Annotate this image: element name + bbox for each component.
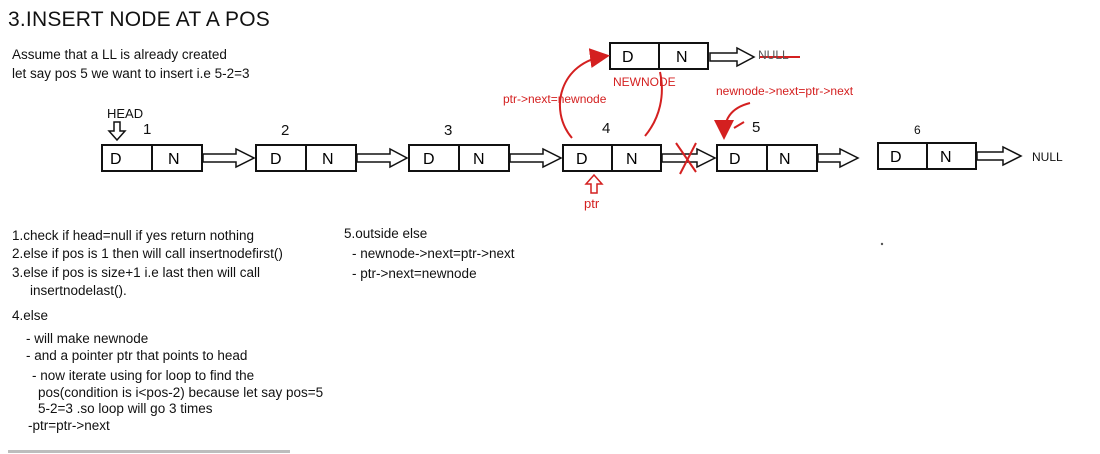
- step-4-f: -ptr=ptr->next: [28, 418, 110, 433]
- node-4: D N: [562, 144, 662, 172]
- step-4: 4.else: [12, 308, 49, 323]
- newnode-next: N: [676, 49, 688, 66]
- ptr-label: ptr: [584, 196, 600, 211]
- step-2: 2.else if pos is 1 then will call insert…: [12, 246, 283, 261]
- node-6: D N: [877, 142, 977, 170]
- step-1: 1.check if head=null if yes return nothi…: [12, 228, 255, 243]
- step-4-e: 5-2=3 .so loop will go 3 times: [38, 401, 213, 416]
- newnode-to-node5-arrow: [644, 71, 663, 137]
- node-2: D N: [255, 144, 357, 172]
- head-arrow-icon: [107, 121, 127, 142]
- page-title: 3.INSERT NODE AT A POS: [8, 8, 270, 31]
- bottom-divider: [8, 450, 290, 453]
- node-3-next: N: [473, 151, 485, 168]
- link-arrow-2-3: [356, 147, 409, 169]
- cross-link-b: [679, 142, 697, 175]
- node-6-data: D: [890, 149, 902, 166]
- step-3-cont: insertnodelast().: [30, 283, 127, 298]
- ptr-arrow-icon: [584, 173, 604, 194]
- node-1: D N: [101, 144, 203, 172]
- red-annotations: [558, 48, 800, 175]
- step-5-a: - newnode->next=ptr->next: [352, 246, 515, 261]
- step-3: 3.else if pos is size+1 i.e last then wi…: [12, 265, 260, 280]
- position-3: 3: [444, 122, 453, 139]
- newnode-box: D N: [609, 42, 709, 70]
- step-4-a: - will make newnode: [26, 331, 149, 346]
- node-2-next: N: [322, 151, 334, 168]
- node-3: D N: [408, 144, 510, 172]
- newnode-next-assign-label: newnode->next=ptr->next: [716, 84, 854, 98]
- node-4-next: N: [626, 151, 638, 168]
- newnode-arrow-null: [709, 46, 756, 68]
- node-5-data: D: [729, 151, 741, 168]
- position-2: 2: [281, 122, 290, 139]
- node-4-data: D: [576, 151, 588, 168]
- newnode-label: NEWNODE: [613, 75, 676, 89]
- link-arrow-3-4: [509, 147, 563, 169]
- step-4-b: - and a pointer ptr that points to head: [26, 348, 248, 363]
- link-arrow-6-null: [976, 145, 1023, 167]
- step-5: 5.outside else: [344, 226, 428, 241]
- newnode-data: D: [622, 49, 634, 66]
- position-1: 1: [143, 121, 152, 138]
- step-5-b: - ptr->next=newnode: [352, 266, 477, 281]
- intro-line-1: Assume that a LL is already created: [12, 47, 227, 62]
- position-5: 5: [752, 119, 761, 136]
- cross-link-a: [675, 142, 697, 173]
- node-3-data: D: [423, 151, 435, 168]
- head-label: HEAD: [107, 106, 144, 121]
- node-6-next: N: [940, 149, 952, 166]
- node-2-data: D: [270, 151, 282, 168]
- node-5-next: N: [779, 151, 791, 168]
- intro-line-2: let say pos 5 we want to insert i.e 5-2=…: [12, 66, 250, 81]
- step-4-d: pos(condition is i<pos-2) because let sa…: [38, 385, 324, 400]
- link-arrow-1-2: [202, 147, 256, 169]
- newnode-null-label: NULL: [758, 48, 789, 62]
- link-arrows: [202, 46, 1023, 169]
- ptr-next-to-newnode-arrow: [558, 48, 610, 139]
- position-6: 6: [914, 123, 921, 137]
- ptr-next-assign-label: ptr->next=newnode: [503, 92, 607, 106]
- position-4: 4: [602, 120, 611, 137]
- null-label: NULL: [1032, 150, 1063, 164]
- link-arrow-5-6: [817, 147, 860, 169]
- stray-dot: [880, 242, 884, 246]
- check-mark: [733, 121, 745, 129]
- newnode-next-to-node5-arrow: [714, 102, 751, 140]
- step-4-c: - now iterate using for loop to find the: [32, 368, 255, 383]
- node-1-next: N: [168, 151, 180, 168]
- node-5: D N: [716, 144, 818, 172]
- node-1-data: D: [110, 151, 122, 168]
